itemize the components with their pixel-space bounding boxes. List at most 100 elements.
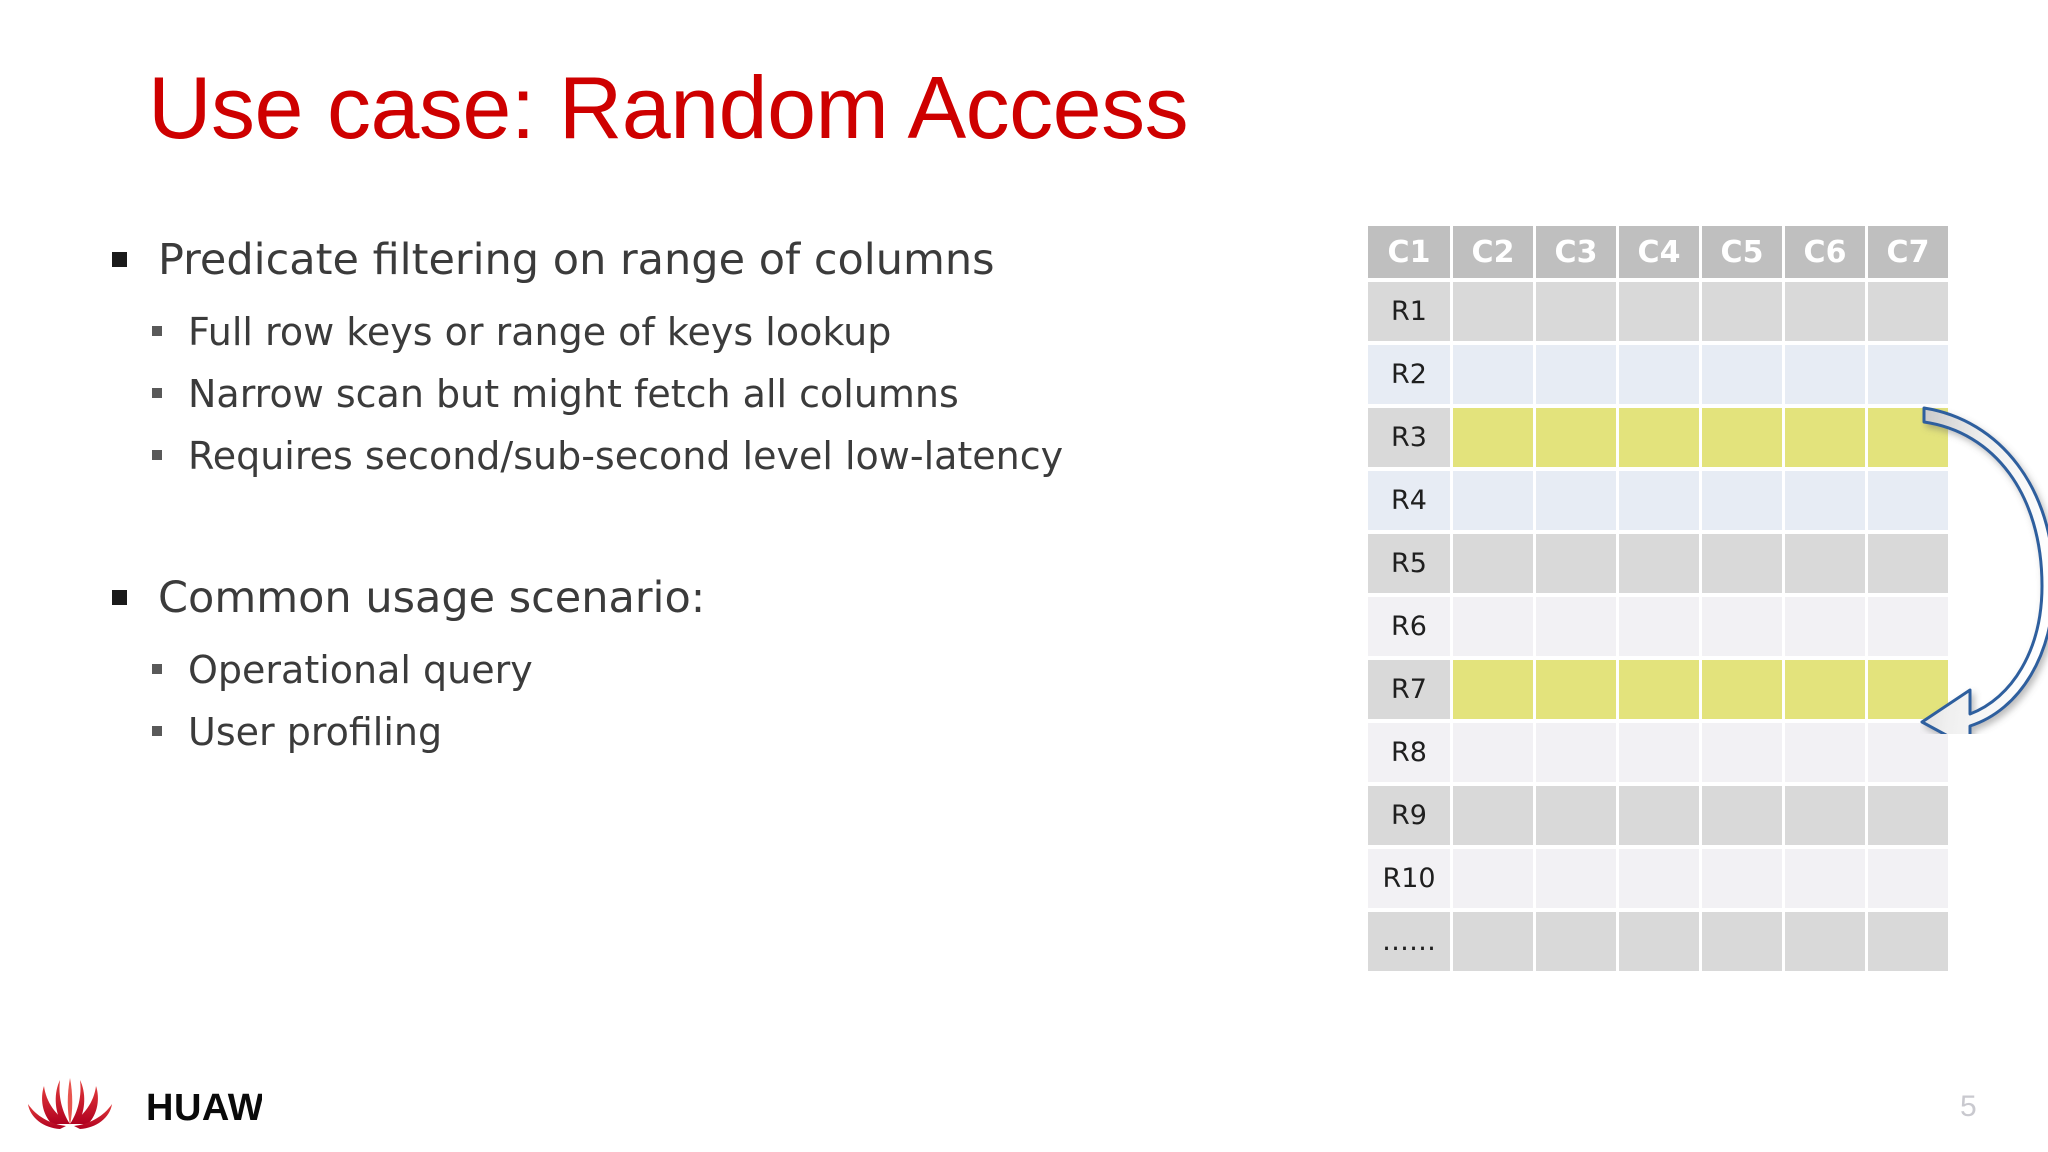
table-cell: [1619, 471, 1699, 530]
bullet-label: Narrow scan but might fetch all columns: [188, 372, 959, 416]
bullet-item-common-usage: Common usage scenario:: [112, 566, 1280, 630]
square-bullet-icon: [152, 726, 162, 736]
bullet-item-user-profiling: User profiling: [152, 702, 1280, 762]
table-row: R4: [1368, 471, 1948, 530]
table-cell: [1702, 597, 1782, 656]
table-row: R7: [1368, 660, 1948, 719]
column-header: C4: [1619, 226, 1699, 278]
table-cell: [1702, 849, 1782, 908]
table-row: R2: [1368, 345, 1948, 404]
table-cell: [1536, 534, 1616, 593]
table-cell: [1868, 534, 1948, 593]
table-cell: [1702, 912, 1782, 971]
table-cell: [1536, 282, 1616, 341]
table-cell: [1868, 471, 1948, 530]
page-number: 5: [1960, 1090, 1977, 1123]
table-cell: [1536, 723, 1616, 782]
table-row: R6: [1368, 597, 1948, 656]
bullet-group-spacer: [100, 488, 1280, 566]
table-cell: [1619, 723, 1699, 782]
bullet-item-full-row-keys: Full row keys or range of keys lookup: [152, 302, 1280, 362]
table-cell: [1619, 912, 1699, 971]
table-row: R3: [1368, 408, 1948, 467]
bullet-label: Requires second/sub-second level low-lat…: [188, 434, 1064, 478]
table-cell: [1536, 597, 1616, 656]
bullet-item-narrow-scan: Narrow scan but might fetch all columns: [152, 364, 1280, 424]
table-cell: [1453, 660, 1533, 719]
table-cell: [1536, 912, 1616, 971]
table-cell: [1868, 408, 1948, 467]
column-header: C1: [1368, 226, 1450, 278]
square-bullet-icon: [152, 326, 162, 336]
row-label: R6: [1368, 597, 1450, 656]
bullet-label: Predicate filtering on range of columns: [158, 235, 995, 285]
column-header: C5: [1702, 226, 1782, 278]
bullet-item-low-latency: Requires second/sub-second level low-lat…: [152, 426, 1280, 486]
row-label: R4: [1368, 471, 1450, 530]
bullet-item-operational-query: Operational query: [152, 640, 1280, 700]
table-cell: [1785, 282, 1865, 341]
table-cell: [1453, 723, 1533, 782]
square-bullet-icon: [112, 252, 127, 267]
table-cell: [1785, 534, 1865, 593]
row-label: R7: [1368, 660, 1450, 719]
table-cell: [1453, 786, 1533, 845]
table-cell: [1785, 660, 1865, 719]
column-header: C3: [1536, 226, 1616, 278]
table-cell: [1619, 597, 1699, 656]
table-cell: [1536, 786, 1616, 845]
bullet-label: Full row keys or range of keys lookup: [188, 310, 892, 354]
table-cell: [1702, 534, 1782, 593]
table-cell: [1453, 471, 1533, 530]
row-label: ……: [1368, 912, 1450, 971]
table-cell: [1536, 849, 1616, 908]
table-cell: [1619, 282, 1699, 341]
table-cell: [1536, 660, 1616, 719]
table-cell: [1702, 786, 1782, 845]
row-label: R1: [1368, 282, 1450, 341]
huawei-wordmark: HUAWEI: [146, 1087, 262, 1129]
table-cell: [1453, 408, 1533, 467]
table-row: R9: [1368, 786, 1948, 845]
table-cell: [1785, 849, 1865, 908]
table-cell: [1619, 534, 1699, 593]
table-cell: [1702, 282, 1782, 341]
table-cell: [1785, 597, 1865, 656]
page-title: Use case: Random Access: [148, 58, 1189, 157]
table-cell: [1868, 345, 1948, 404]
table-cell: [1785, 408, 1865, 467]
row-label: R9: [1368, 786, 1450, 845]
table-cell: [1619, 786, 1699, 845]
table-cell: [1702, 345, 1782, 404]
table-cell: [1536, 471, 1616, 530]
table-cell: [1536, 408, 1616, 467]
table-cell: [1702, 471, 1782, 530]
table-cell: [1868, 912, 1948, 971]
table-cell: [1453, 345, 1533, 404]
table-cell: [1785, 912, 1865, 971]
table-cell: [1702, 723, 1782, 782]
square-bullet-icon: [152, 450, 162, 460]
table-cell: [1453, 282, 1533, 341]
table-cell: [1868, 849, 1948, 908]
table-cell: [1785, 471, 1865, 530]
table-cell: [1785, 786, 1865, 845]
row-label: R10: [1368, 849, 1450, 908]
row-label: R5: [1368, 534, 1450, 593]
table-cell: [1453, 849, 1533, 908]
table-cell: [1868, 597, 1948, 656]
table-row: R10: [1368, 849, 1948, 908]
table-cell: [1785, 345, 1865, 404]
table-row: R1: [1368, 282, 1948, 341]
table-cell: [1868, 786, 1948, 845]
column-header: C7: [1868, 226, 1948, 278]
huawei-flower-mark: [28, 1078, 112, 1129]
huawei-logo: HUAWEI: [12, 1072, 301, 1134]
table-cell: [1868, 660, 1948, 719]
table-cell: [1453, 912, 1533, 971]
table-cell: [1536, 345, 1616, 404]
table-row: R5: [1368, 534, 1948, 593]
table-cell: [1619, 408, 1699, 467]
